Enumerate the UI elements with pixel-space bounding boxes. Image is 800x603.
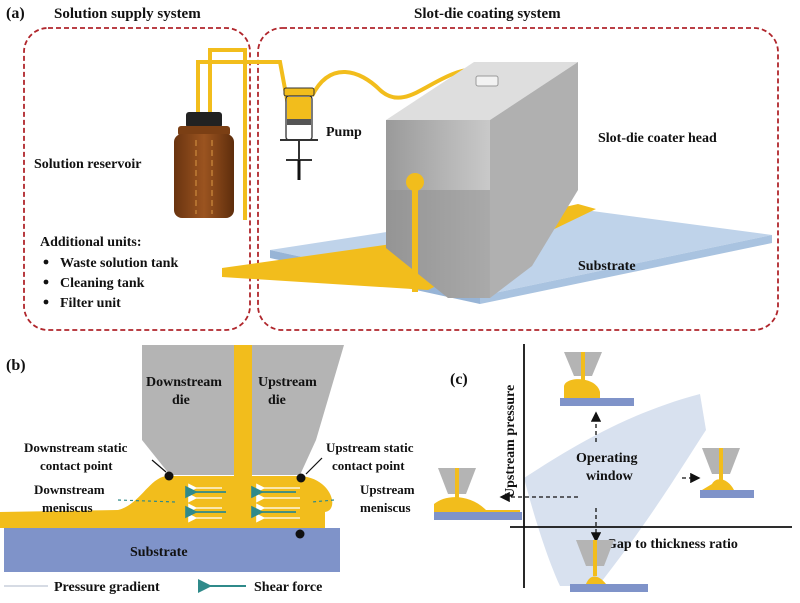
downstream-die-label: Downstream [146,375,222,390]
operating-window-label: Operating [576,451,637,466]
coater-head-label: Slot-die coater head [598,131,717,146]
supply-system-frame [23,27,251,331]
upstream-die-label-2: die [268,393,286,408]
downstream-contact-dot [164,471,174,481]
leader-line [305,457,323,475]
coating-system-frame [257,27,779,331]
substrate-label-b: Substrate [130,545,188,560]
panel-b-legend: Pressure gradient Shear force [4,579,322,595]
additional-unit-item: Cleaning tank [60,276,145,291]
panel-a-label: (a) [6,5,25,22]
operating-window-region [524,394,706,586]
additional-units-title: Additional units: [40,235,142,250]
downstream-contact-label-2: contact point [40,458,113,473]
downstream-meniscus-label: Downstream [34,482,105,497]
supply-tube-a [196,60,235,117]
additional-units-list: Waste solution tank Cleaning tank Filter… [43,256,178,311]
inset-right-regime [700,448,754,498]
shear-force-arrows [185,485,296,519]
supply-system-title: Solution supply system [54,6,201,22]
upstream-die [252,345,344,475]
legend-pressure-gradient: Pressure gradient [54,580,160,595]
inset-bottom-regime [570,540,648,592]
downstream-contact-label: Downstream static [24,440,128,455]
slot-channel [234,345,252,478]
pressure-gradient-arrows [188,483,300,523]
panel-b-label: (b) [6,357,26,374]
coating-system-title: Slot-die coating system [414,6,561,22]
inset-left-regime [434,468,522,520]
solution-reservoir-bottle [174,112,234,218]
return-tube [208,48,247,220]
upstream-contact-label-2: contact point [332,458,405,473]
downstream-die-label-2: die [172,393,190,408]
pump-syringe [280,87,318,180]
inset-top-regime [560,352,634,406]
leader-line [311,499,335,503]
pump-label: Pump [326,125,362,140]
reservoir-label: Solution reservoir [34,157,141,172]
upstream-meniscus-label: Upstream [360,482,415,497]
slot-die-coater-head [386,62,578,298]
operating-window-label-2: window [586,469,634,484]
y-axis-title: Upstream pressure [503,385,518,498]
legend-shear-force: Shear force [254,580,322,595]
substrate-bar [4,528,340,572]
upstream-contact-dot [296,473,306,483]
leader-line [117,499,177,503]
substrate-label-a: Substrate [578,259,636,274]
upstream-contact-label: Upstream static [326,440,414,455]
downstream-meniscus-label-2: meniscus [42,500,93,515]
leader-line [151,459,167,473]
upstream-meniscus-label-2: meniscus [360,500,411,515]
supply-tube-b [235,60,290,106]
regime-arrows [499,411,701,543]
upstream-die-label: Upstream [258,375,317,390]
downstream-die [142,345,234,475]
additional-unit-item: Filter unit [60,296,121,311]
x-axis-title: Gap to thickness ratio [606,537,738,552]
panel-c-label: (c) [450,371,468,388]
additional-unit-item: Waste solution tank [60,256,178,271]
substrate-contact-dot [295,529,305,539]
